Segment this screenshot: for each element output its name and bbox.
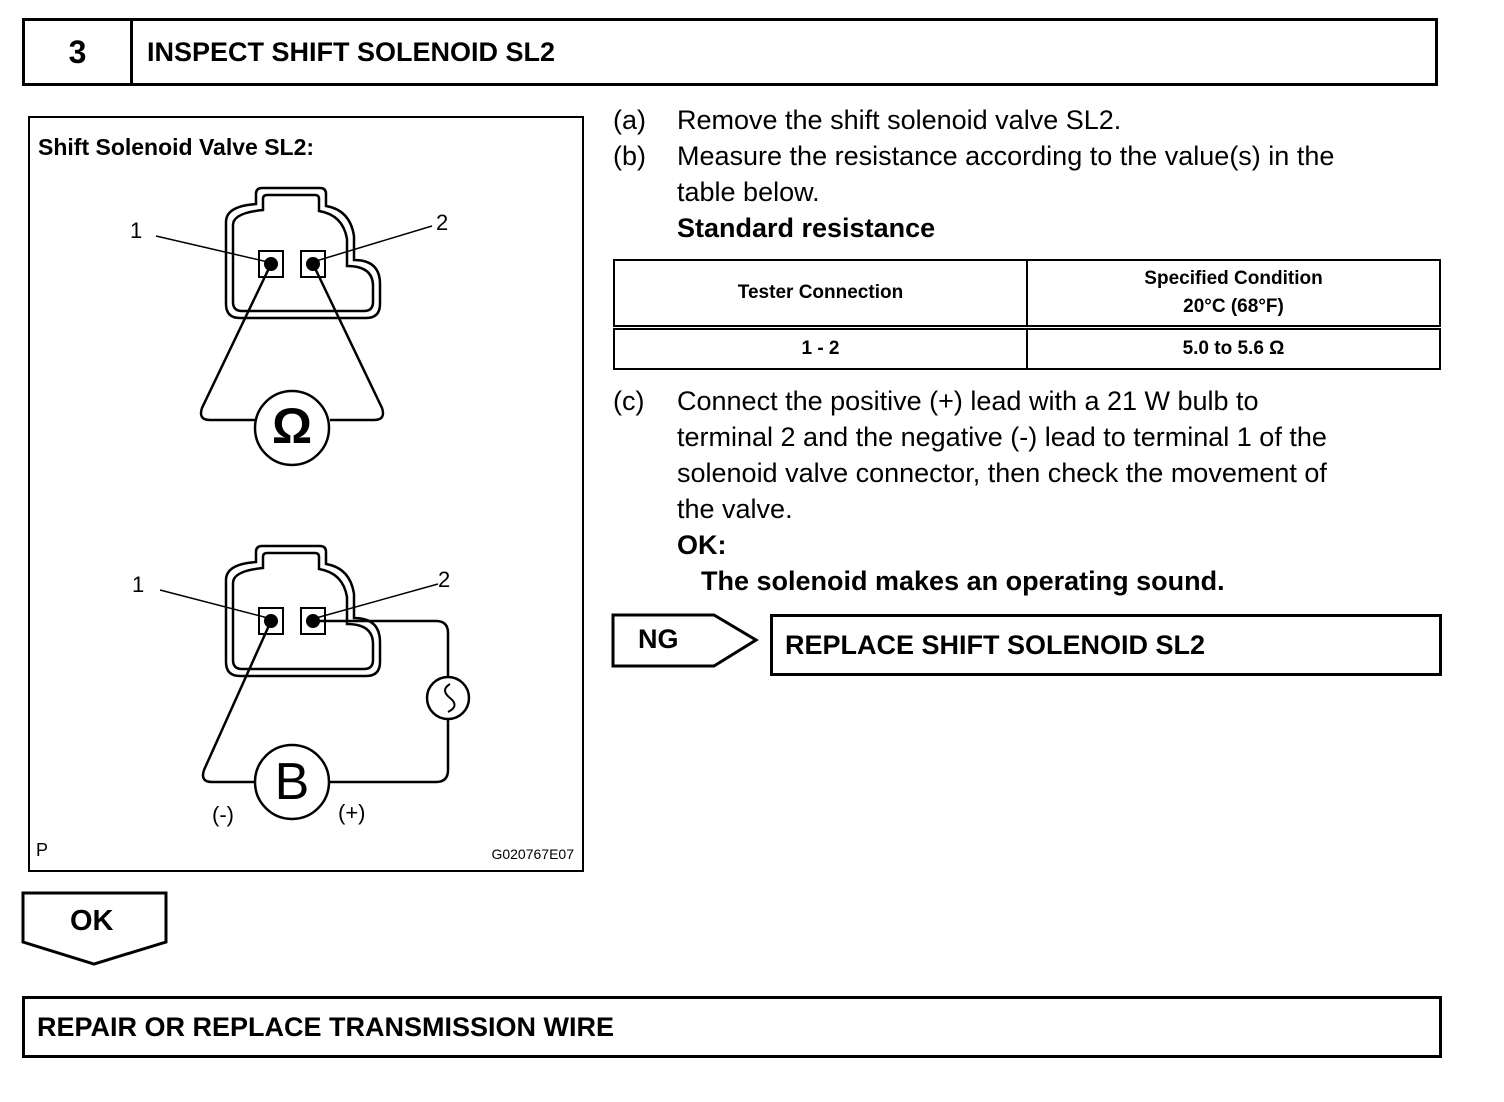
ng-action-box: REPLACE SHIFT SOLENOID SL2 [770,614,1442,676]
table-row: 1 - 2 5.0 to 5.6 Ω [613,326,1441,370]
lower-terminal-2-label: 2 [438,567,451,592]
step-a-text: Remove the shift solenoid valve SL2. [677,105,1122,135]
battery-symbol: B [274,753,310,811]
ng-arrow [611,613,759,668]
step-b-label: (b) [613,141,646,171]
lower-connector [224,544,382,678]
step-header: 3 INSPECT SHIFT SOLENOID SL2 [22,18,1438,86]
upper-wire-2 [311,263,385,422]
lower-leader-1 [159,589,269,619]
col-specified-condition-line2: 20°C (68°F) [1183,296,1284,317]
resistance-table: Tester Connection Specified Condition 20… [613,259,1441,370]
ok-condition-text: The solenoid makes an operating sound. [701,566,1225,596]
upper-terminals [258,250,326,278]
step-c-line3: solenoid valve connector, then check the… [677,458,1327,488]
upper-leader-2 [315,225,433,262]
step-c-line4: the valve. [677,494,793,524]
upper-wire-1 [199,263,273,422]
solenoid-diagram [155,186,471,821]
lower-terminal-1-label: 1 [132,572,145,597]
final-action-box: REPAIR OR REPLACE TRANSMISSION WIRE [22,996,1442,1058]
step-c-line1: Connect the positive (+) lead with a 21 … [677,386,1259,416]
cell-condition: 5.0 to 5.6 Ω [1026,326,1441,370]
upper-terminal-1-label: 1 [130,218,143,243]
step-b-line2: table below. [677,177,820,207]
bulb-wire-top [313,619,450,678]
col-tester-connection: Tester Connection [613,259,1028,330]
ohmmeter-circle [253,389,331,467]
bulb-icon [425,675,471,721]
lower-leader-2 [315,583,439,619]
solenoid-figure: Shift Solenoid Valve SL2: 1 2 Ω 1 2 B (-… [28,116,584,872]
step-number: 3 [25,21,133,83]
figure-title: Shift Solenoid Valve SL2: [38,134,315,160]
ng-label: NG [638,624,679,654]
step-b-line1: Measure the resistance according to the … [677,141,1335,171]
instructions-c: (c) Connect the positive (+) lead with a… [613,383,1443,603]
step-c-line2: terminal 2 and the negative (-) lead to … [677,422,1327,452]
standard-resistance-heading: Standard resistance [677,213,936,243]
ohm-symbol: Ω [271,398,313,454]
instructions-ab: (a) Remove the shift solenoid valve SL2.… [613,102,1443,252]
figure-code: G020767E07 [491,846,574,862]
col-specified-condition-line1: Specified Condition [1144,268,1323,289]
ok-arrow [21,891,168,966]
ok-condition-label: OK: [677,530,727,560]
bulb-wire-bottom [330,718,450,784]
col-specified-condition: Specified Condition 20°C (68°F) [1026,259,1441,330]
step-c-label: (c) [613,386,645,416]
battery-circle [253,743,331,821]
battery-negative-wire [201,620,273,784]
negative-label: (-) [212,802,234,827]
positive-label: (+) [338,800,366,825]
ok-label: OK [70,905,114,937]
upper-leader-1 [155,235,269,263]
step-title: INSPECT SHIFT SOLENOID SL2 [147,36,556,67]
step-a-label: (a) [613,105,646,135]
upper-connector [224,186,382,320]
figure-corner-p: P [36,840,49,860]
cell-connection: 1 - 2 [613,326,1028,370]
table-header-row: Tester Connection Specified Condition 20… [613,259,1441,330]
upper-terminal-2-label: 2 [436,210,449,235]
